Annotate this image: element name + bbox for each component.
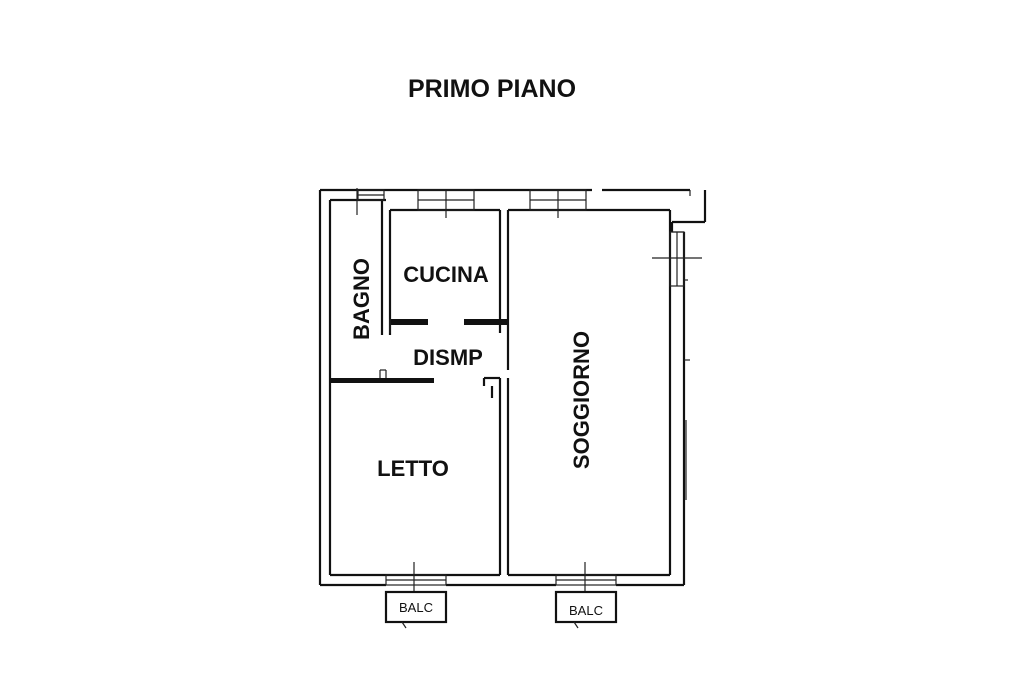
room-label-soggiorno: SOGGIORNO [569,331,594,469]
outer-walls [318,188,707,587]
floor-title: PRIMO PIANO [408,75,576,103]
room-label-disimpegno: DISMP [413,345,483,370]
balcony-1 [384,590,448,624]
room-label-letto: LETTO [377,456,449,481]
balconies [384,590,618,629]
windows [356,188,702,592]
balcony-2 [554,590,618,624]
room-label-cucina: CUCINA [403,262,489,287]
balcony-label-2: BALC [569,603,603,618]
room-label-bagno: BAGNO [349,258,374,340]
balcony-label-1: BALC [399,600,433,615]
inner-walls [328,198,672,577]
